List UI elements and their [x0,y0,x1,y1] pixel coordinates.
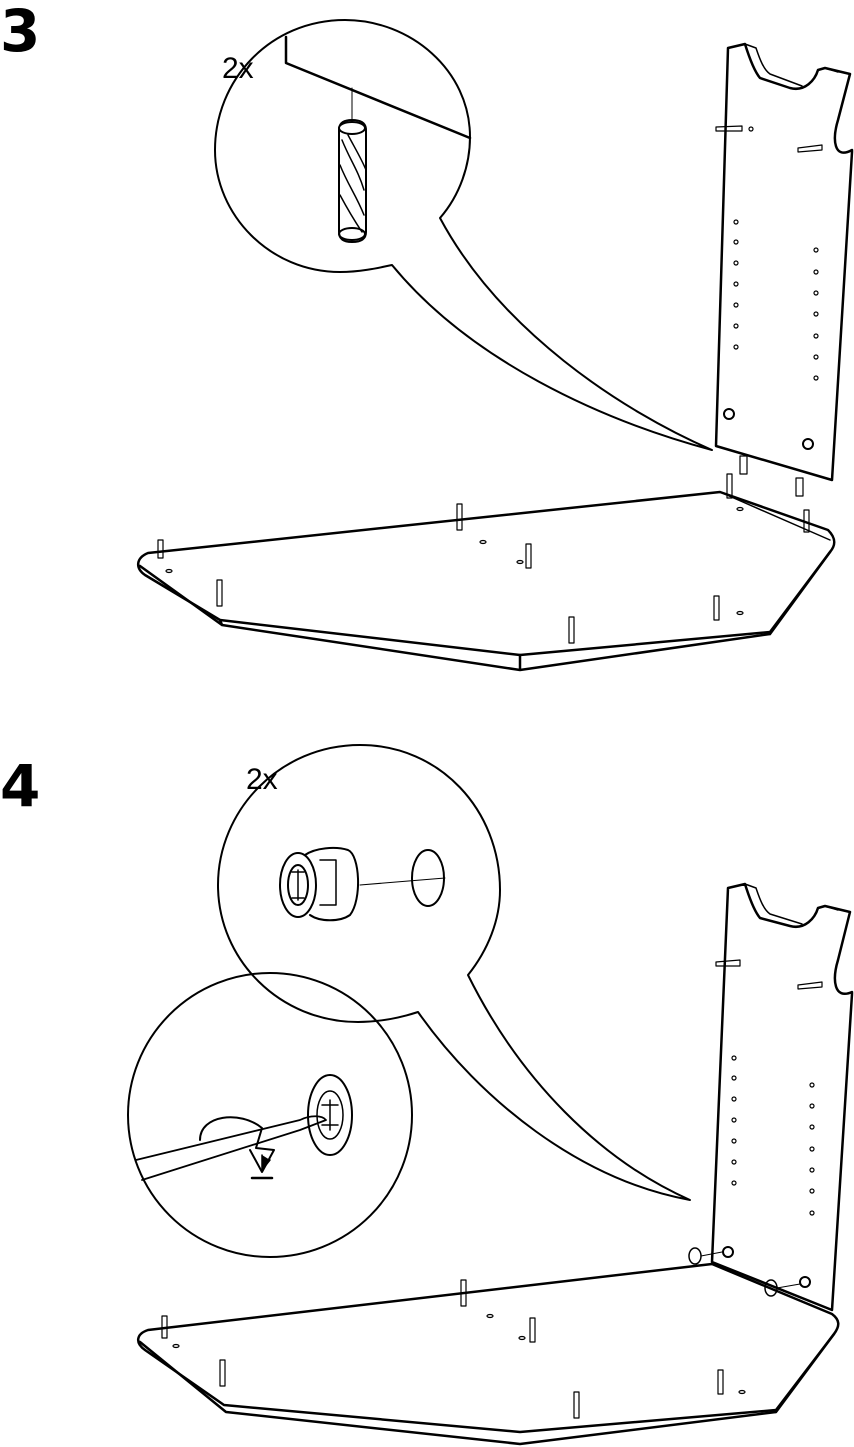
side-panel-2 [689,884,852,1310]
base-plate [138,474,834,670]
step-3-detail-callout [215,20,712,450]
step-4-illustration [128,745,852,1444]
base-plate-2 [138,1264,838,1444]
board-edge-line [286,37,470,138]
step-3-illustration [138,20,852,670]
step-4-tool-callout [128,973,412,1257]
step-4-detail-callout [218,745,690,1200]
insertion-line-2 [360,878,445,885]
side-panel [716,44,852,496]
cam-lock-icon [280,848,358,920]
wooden-dowel-icon [339,120,366,242]
screwdriver-icon [136,1075,352,1180]
